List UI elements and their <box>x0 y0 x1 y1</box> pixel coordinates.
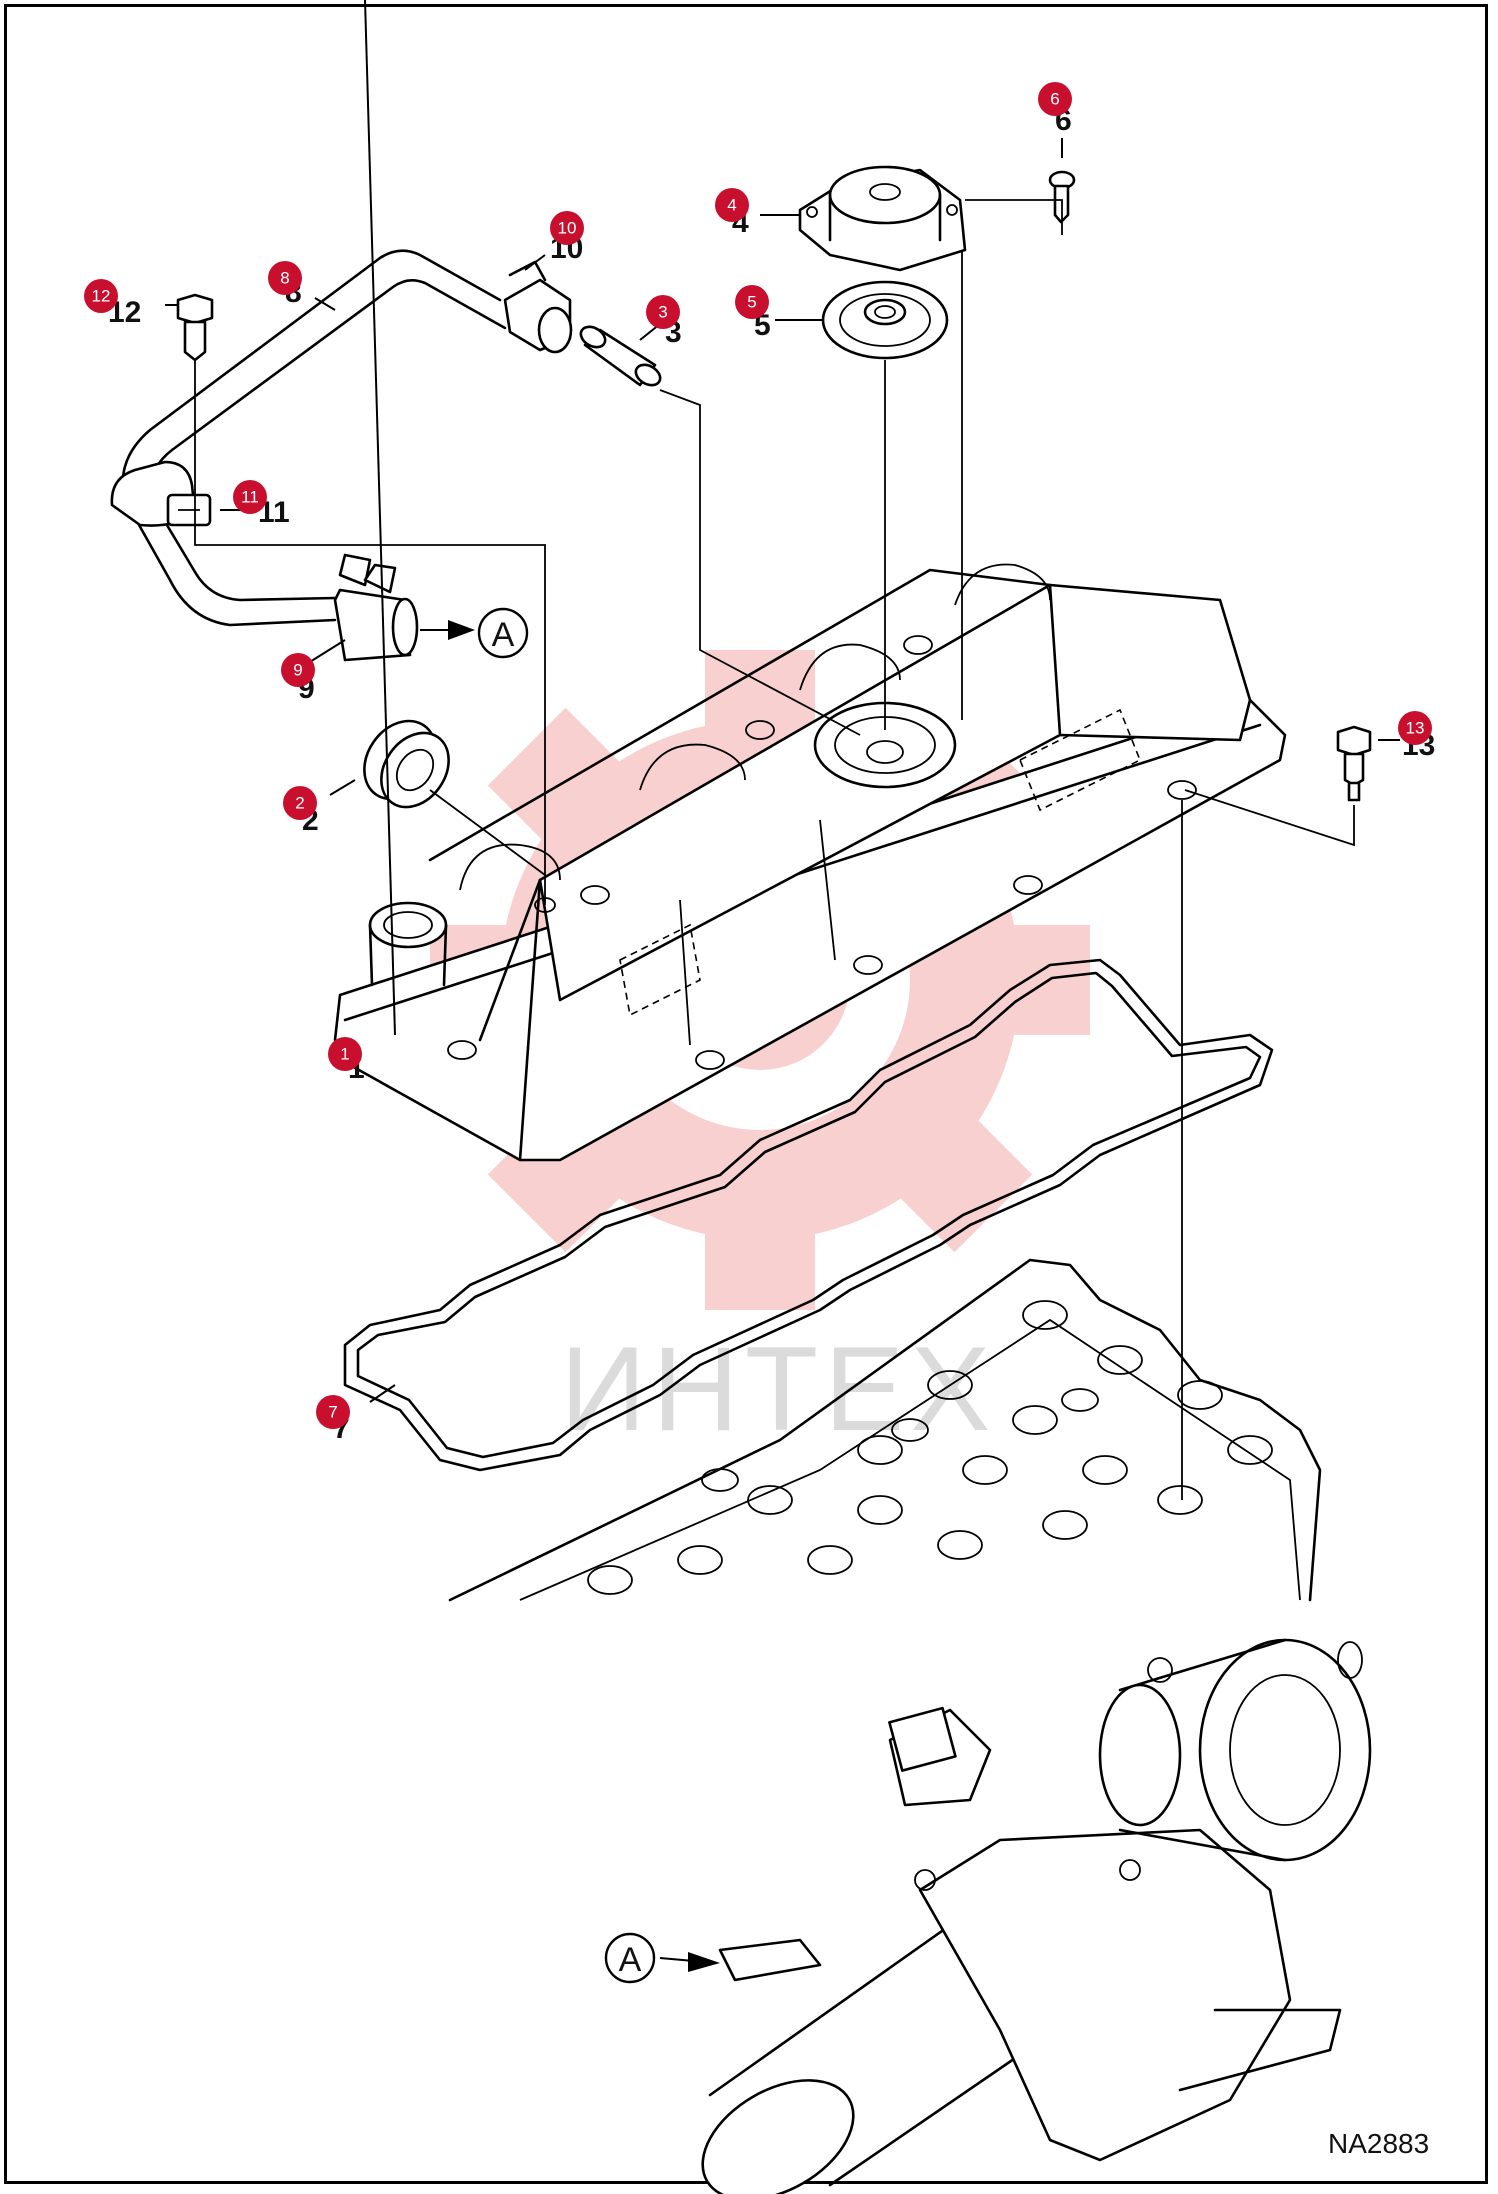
svg-text:5: 5 <box>747 293 756 312</box>
svg-text:9: 9 <box>293 661 302 680</box>
oil-seal <box>363 719 450 809</box>
svg-text:6: 6 <box>1050 90 1059 109</box>
callout-5[interactable]: 5 5 <box>735 285 771 342</box>
callout-13[interactable]: 13 13 <box>1398 711 1435 762</box>
callout-leaders <box>165 0 1400 1403</box>
callout-6[interactable]: 6 6 <box>1038 82 1072 137</box>
callout-badge-6: 6 <box>1038 82 1072 116</box>
breather-cap <box>798 165 967 272</box>
diaphragm <box>821 280 949 360</box>
callout-4[interactable]: 4 4 <box>715 188 749 239</box>
callout-badge-7: 7 <box>316 1395 350 1429</box>
callout-badge-1: 1 <box>328 1037 362 1071</box>
callout-3[interactable]: 3 3 <box>646 295 682 349</box>
callout-badge-4: 4 <box>715 188 749 222</box>
svg-text:10: 10 <box>558 219 577 238</box>
svg-text:4: 4 <box>727 196 736 215</box>
bolt <box>176 293 214 362</box>
svg-text:13: 13 <box>1406 719 1425 738</box>
callout-1[interactable]: 1 1 <box>328 1037 365 1085</box>
drawing-code: NA2883 <box>1328 2128 1429 2159</box>
turbo-intake-view <box>701 1638 1372 2194</box>
ref-marker-top: A <box>492 616 515 654</box>
svg-text:8: 8 <box>280 269 289 288</box>
callout-badge-13: 13 <box>1398 711 1432 745</box>
ref-arrow-top: A <box>420 607 529 659</box>
svg-text:11: 11 <box>241 488 259 507</box>
svg-text:12: 12 <box>92 287 111 306</box>
callout-badge-3: 3 <box>646 295 680 329</box>
svg-text:7: 7 <box>328 1403 337 1422</box>
callout-badge-5: 5 <box>735 285 769 319</box>
callout-9[interactable]: 9 9 <box>281 653 315 705</box>
callout-2[interactable]: 2 2 <box>283 786 319 837</box>
bolt-long <box>1336 725 1372 802</box>
breather-pipe <box>579 325 662 387</box>
callout-badge-11: 11 <box>233 480 267 514</box>
svg-text:2: 2 <box>295 794 304 813</box>
breather-hose <box>110 249 573 662</box>
ref-arrow-bottom: A <box>604 1932 720 1984</box>
svg-text:1: 1 <box>340 1045 349 1064</box>
callout-badge-8: 8 <box>268 261 302 295</box>
callout-12[interactable]: 12 12 <box>84 279 141 329</box>
assembly-lines <box>194 199 1355 1500</box>
callout-badge-2: 2 <box>283 786 317 820</box>
callout-badge-12: 12 <box>84 279 118 313</box>
callout-10[interactable]: 10 10 <box>550 211 584 265</box>
callout-8[interactable]: 8 8 <box>268 261 302 309</box>
ref-marker-bottom: A <box>619 1941 642 1979</box>
callout-badge-10: 10 <box>550 211 584 245</box>
cover-gasket <box>343 958 1274 1472</box>
callout-11[interactable]: 11 11 <box>233 480 290 529</box>
callout-badge-9: 9 <box>281 653 315 687</box>
svg-text:3: 3 <box>658 303 667 322</box>
callout-7[interactable]: 7 7 <box>316 1395 350 1445</box>
rocker-cover <box>333 563 1287 1162</box>
cylinder-head <box>448 1258 1322 1602</box>
watermark-text: ИНТЕХ <box>560 1322 996 1456</box>
